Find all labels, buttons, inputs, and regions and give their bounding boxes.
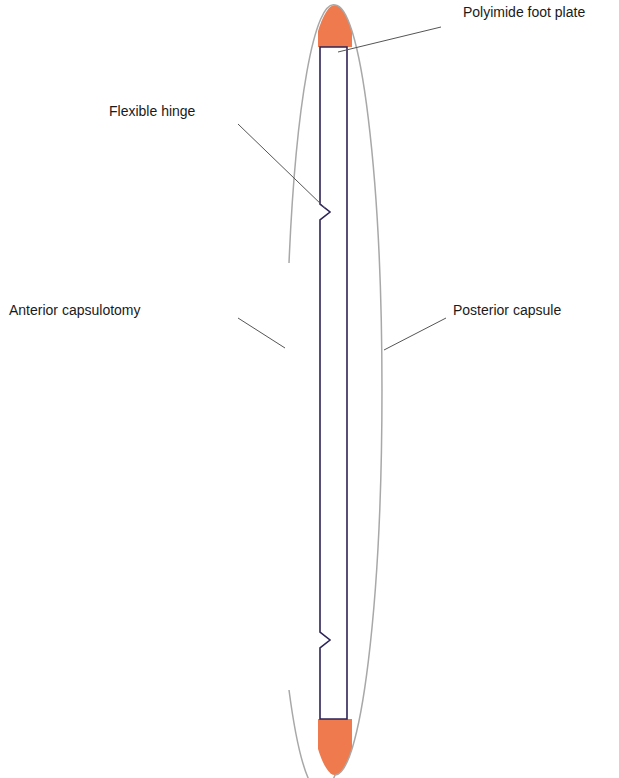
leader-lines <box>238 27 446 350</box>
part-label: Flexible hinge <box>108 103 196 120</box>
part-label: Anterior capsulotomy <box>8 302 142 319</box>
anterior-capsule <box>289 5 335 263</box>
anterior-capsule <box>289 690 335 778</box>
part-label: Polyimide foot plate <box>462 4 586 21</box>
part-label: Posterior capsule <box>452 302 562 319</box>
posterior-capsule <box>335 5 382 775</box>
lens-plate <box>320 47 347 719</box>
foot-plates <box>318 0 352 778</box>
